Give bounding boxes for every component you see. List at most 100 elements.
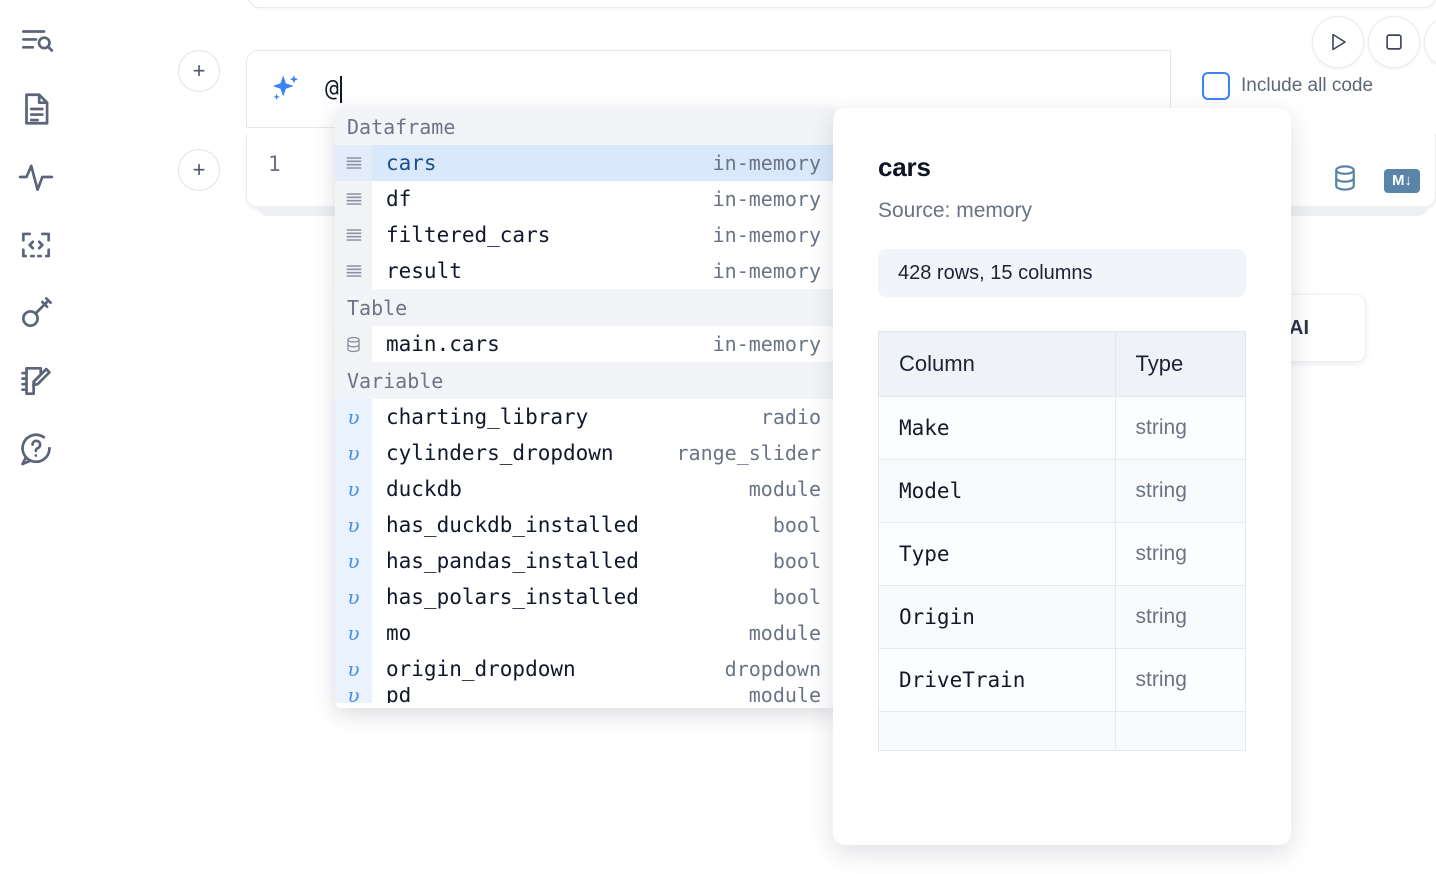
table-header-cell: Column (878, 331, 1116, 397)
autocomplete-item-name: mo (386, 621, 412, 645)
variable-icon: υ (335, 579, 372, 615)
autocomplete-item-type: dropdown (724, 657, 821, 681)
dataframe-icon (335, 217, 372, 253)
column-type-cell: string (1114, 396, 1247, 460)
more-actions-button[interactable] (1424, 16, 1436, 68)
column-type-cell: string (1114, 585, 1247, 649)
autocomplete-item-type: in-memory (712, 332, 821, 356)
table-header-cell: Type (1114, 331, 1247, 397)
autocomplete-item-type: bool (772, 549, 821, 573)
table-row (878, 711, 1247, 751)
autocomplete-item-name: has_polars_installed (386, 585, 639, 609)
autocomplete-item-name: pd (386, 687, 412, 703)
add-cell-below-button[interactable]: + (178, 149, 220, 191)
notebook-edit-icon[interactable] (13, 358, 59, 404)
autocomplete-item-name: main.cars (386, 332, 500, 356)
line-number: 1 (268, 152, 281, 176)
variable-icon: υ (335, 471, 372, 507)
autocomplete-item-name: origin_dropdown (386, 657, 576, 681)
column-name-cell: Origin (878, 585, 1116, 649)
dataframe-icon (335, 181, 372, 217)
with-ai-label: AI (1289, 316, 1309, 339)
stop-button[interactable] (1368, 16, 1420, 68)
database-icon[interactable] (1330, 163, 1360, 198)
explore-outline-icon[interactable] (13, 18, 59, 64)
help-chat-icon[interactable] (13, 426, 59, 472)
autocomplete-item[interactable]: main.cars in-memory (335, 326, 835, 362)
column-name-cell: DriveTrain (878, 648, 1116, 712)
previous-cell (248, 0, 1436, 8)
column-name-cell: Type (878, 522, 1116, 586)
autocomplete-item-name: df (386, 187, 412, 211)
column-type-cell: string (1114, 459, 1247, 523)
code-brackets-icon[interactable] (13, 222, 59, 268)
autocomplete-item-type: module (748, 477, 821, 501)
ai-prompt-input[interactable]: @ (325, 75, 342, 103)
variable-icon: υ (335, 651, 372, 687)
activity-icon[interactable] (13, 154, 59, 200)
preview-stats: 428 rows, 15 columns (878, 249, 1246, 297)
autocomplete-item-type: radio (760, 405, 821, 429)
dataframe-icon (335, 253, 372, 289)
autocomplete-item[interactable]: υ origin_dropdown dropdown (335, 651, 835, 687)
autocomplete-item[interactable]: cars in-memory (335, 145, 835, 181)
autocomplete-item-name: has_duckdb_installed (386, 513, 639, 537)
autocomplete-section-header: Table (335, 289, 835, 326)
column-type-cell: string (1114, 648, 1247, 712)
variable-icon: υ (335, 543, 372, 579)
variable-icon: υ (335, 507, 372, 543)
markdown-icon[interactable]: M↓ (1384, 168, 1420, 193)
include-all-code-checkbox[interactable] (1202, 72, 1230, 100)
autocomplete-item-name: cars (386, 151, 437, 175)
autocomplete-item-name: result (386, 259, 462, 283)
autocomplete-item[interactable]: result in-memory (335, 253, 835, 289)
autocomplete-item-type: in-memory (712, 151, 821, 175)
autocomplete-item-name: filtered_cars (386, 223, 551, 247)
column-name-cell: Make (878, 396, 1116, 460)
autocomplete-item[interactable]: filtered_cars in-memory (335, 217, 835, 253)
sparkle-icon (269, 72, 303, 106)
autocomplete-item-name: duckdb (386, 477, 462, 501)
preview-card: cars Source: memory 428 rows, 15 columns… (833, 108, 1291, 845)
column-type-cell (1114, 711, 1247, 751)
column-name-cell: Model (878, 459, 1116, 523)
column-type-cell: string (1114, 522, 1247, 586)
variable-icon: υ (335, 435, 372, 471)
autocomplete-section-header: Dataframe (335, 108, 835, 145)
autocomplete-item-name: cylinders_dropdown (386, 441, 614, 465)
include-all-code-toggle[interactable]: Include all code (1202, 72, 1373, 100)
autocomplete-item-type: module (748, 687, 821, 703)
autocomplete-item-type: in-memory (712, 259, 821, 283)
variable-icon: υ (335, 687, 372, 703)
ai-prompt-value: @ (325, 76, 339, 102)
key-icon[interactable] (13, 290, 59, 336)
autocomplete-item-name: has_pandas_installed (386, 549, 639, 573)
run-button[interactable] (1312, 16, 1364, 68)
file-icon[interactable] (13, 86, 59, 132)
add-cell-above-button[interactable]: + (178, 50, 220, 92)
autocomplete-item[interactable]: υ has_pandas_installed bool (335, 543, 835, 579)
autocomplete-item-type: in-memory (712, 223, 821, 247)
text-caret (339, 75, 342, 103)
autocomplete-section-header: Variable (335, 362, 835, 399)
cell-output-icons: M↓ (1330, 163, 1420, 198)
autocomplete-item-type: module (748, 621, 821, 645)
variable-icon: υ (335, 399, 372, 435)
variable-icon: υ (335, 615, 372, 651)
